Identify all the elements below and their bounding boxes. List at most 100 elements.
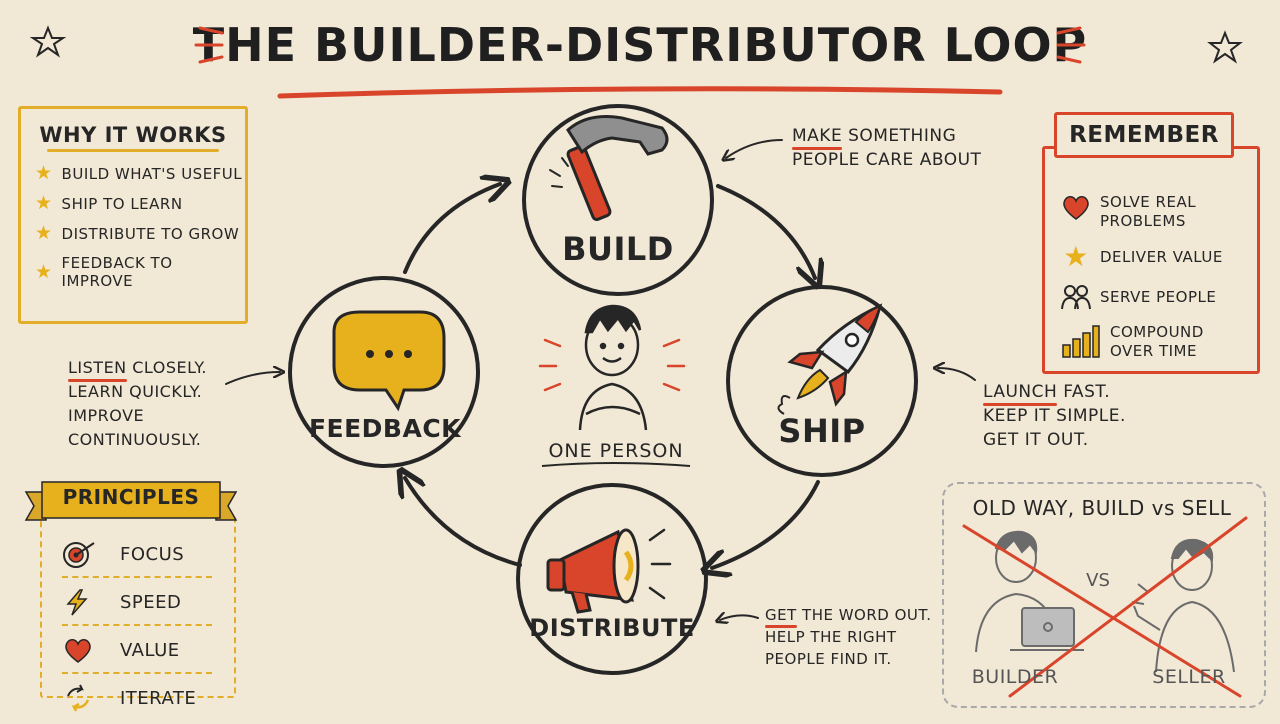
arrow-ship-to-distribute [712, 480, 820, 568]
ship-label: SHIP [778, 412, 866, 450]
page-title: THE BUILDER-DISTRIBUTOR LOOP [192, 18, 1088, 72]
person-icon [578, 304, 648, 431]
center-underline [541, 462, 691, 467]
builder-figure [975, 530, 1084, 653]
build-note-em: MAKE [792, 126, 843, 150]
build-note-line2: PEOPLE CARE ABOUT [792, 150, 982, 170]
why-it-works-title: WHY IT WORKS [39, 123, 227, 147]
remember-item: SERVE PEOPLE [1061, 283, 1257, 311]
remember-item-line1: SOLVE REAL [1100, 193, 1197, 211]
build-label: BUILD [562, 230, 674, 268]
feedback-note: LISTEN CLOSELY. LEARN QUICKLY. IMPROVE C… [68, 356, 207, 452]
ship-note-em: LAUNCH [983, 382, 1058, 406]
megaphone-icon [546, 528, 672, 614]
cycle-icon [67, 684, 90, 712]
distribute-node [516, 483, 708, 675]
feedback-note-line2: LEARN QUICKLY. [68, 382, 203, 401]
principle-item: FOCUS [62, 540, 212, 578]
remember-item-line2: PROBLEMS [1100, 212, 1186, 230]
why-it-works-panel: WHY IT WORKS ★ BUILD WHAT'S USEFUL ★ SHIP … [18, 106, 248, 324]
person-emphasis-lines [538, 338, 686, 392]
target-icon [63, 542, 95, 568]
feedback-note-line4: CONTINUOUSLY. [68, 430, 202, 449]
principle-label: FOCUS [120, 543, 185, 565]
principle-label: VALUE [120, 639, 180, 661]
build-note-line1: SOMETHING [842, 126, 957, 146]
distribute-note-arrow [720, 615, 759, 620]
old-way-right-label: SELLER [1152, 666, 1226, 688]
build-note-arrow [726, 139, 783, 158]
principles-ribbon [24, 481, 238, 521]
why-item-label: BUILD WHAT'S USEFUL [61, 164, 243, 183]
hammer-icon [549, 115, 669, 221]
star-icon: ★ [35, 222, 53, 244]
remember-item-line1: DELIVER VALUE [1100, 248, 1223, 266]
heart-icon [1063, 196, 1089, 220]
rocket-icon [777, 303, 883, 415]
principle-label: ITERATE [120, 687, 197, 709]
arrow-build-to-ship [716, 184, 815, 278]
principle-item: ITERATE [62, 684, 212, 712]
feedback-note-arrow [225, 372, 280, 385]
why-item: ★FEEDBACK TO IMPROVE [35, 254, 245, 290]
ship-note-line2: KEEP IT SIMPLE. [983, 406, 1126, 426]
why-item: ★ SHIP TO LEARN [35, 194, 245, 213]
old-way-title: OLD WAY, BUILD vs SELL [972, 496, 1232, 520]
why-item-label: FEEDBACK TO IMPROVE [61, 254, 173, 290]
distribute-note-line1: THE WORD OUT. [796, 606, 932, 624]
remember-item-line1: SERVE PEOPLE [1100, 288, 1217, 306]
build-node [522, 104, 714, 296]
ship-note: LAUNCH FAST. KEEP IT SIMPLE. GET IT OUT. [983, 380, 1126, 452]
heart-icon [65, 639, 91, 663]
why-item-label: DISTRIBUTE TO GROW [61, 224, 240, 243]
arrow-distribute-to-feedback [405, 478, 522, 567]
center-label: ONE PERSON [548, 440, 684, 462]
old-way-vs: VS [1086, 570, 1110, 591]
why-item: ★ BUILD WHAT'S USEFUL [35, 164, 245, 183]
why-item: ★ DISTRIBUTE TO GROW [35, 224, 245, 243]
remember-title: REMEMBER [1054, 112, 1234, 158]
doodle-star-right-icon [1207, 30, 1243, 64]
distribute-label: DISTRIBUTE [529, 614, 695, 642]
arrow-feedback-to-build [403, 184, 500, 274]
ship-note-arrow [938, 368, 976, 381]
remember-item: ★ DELIVER VALUE [1061, 243, 1257, 271]
principles-title: PRINCIPLES [62, 485, 200, 509]
star-icon: ★ [35, 192, 53, 214]
ship-note-line3: GET IT OUT. [983, 430, 1089, 450]
feedback-note-line3: IMPROVE [68, 406, 145, 425]
star-icon: ★ [1063, 240, 1089, 273]
remember-item-line2: OVER TIME [1110, 342, 1197, 360]
old-way-panel [942, 482, 1266, 708]
seller-figure [1131, 538, 1235, 673]
distribute-note-line3: PEOPLE FIND IT. [765, 650, 892, 668]
principles-panel: FOCUS SPEED VALUE ITERATE [40, 516, 236, 712]
people-icon [1061, 285, 1091, 310]
bar-chart-icon [1062, 325, 1100, 358]
old-way-left-label: BUILDER [971, 666, 1059, 688]
principle-item: VALUE [62, 636, 212, 674]
ship-node [726, 285, 918, 477]
distribute-note: GET THE WORD OUT. HELP THE RIGHT PEOPLE … [765, 604, 932, 670]
feedback-node [288, 276, 480, 468]
lightning-icon [66, 589, 88, 616]
principle-item: SPEED [62, 588, 212, 626]
build-note: MAKE SOMETHING PEOPLE CARE ABOUT [792, 124, 981, 172]
doodle-star-left-icon [29, 25, 67, 58]
speech-bubble-icon [332, 310, 446, 412]
why-it-works-underline [47, 149, 219, 152]
distribute-note-em: GET [765, 606, 797, 628]
star-icon: ★ [35, 162, 53, 184]
remember-item-line1: COMPOUND [1110, 323, 1204, 341]
feedback-note-line1: CLOSELY. [126, 358, 208, 377]
principle-label: SPEED [120, 591, 182, 613]
old-way-illustration [962, 516, 1248, 698]
ship-note-line1: FAST. [1057, 382, 1111, 402]
why-item-label: SHIP TO LEARN [61, 194, 183, 213]
feedback-note-em: LISTEN [68, 356, 127, 382]
